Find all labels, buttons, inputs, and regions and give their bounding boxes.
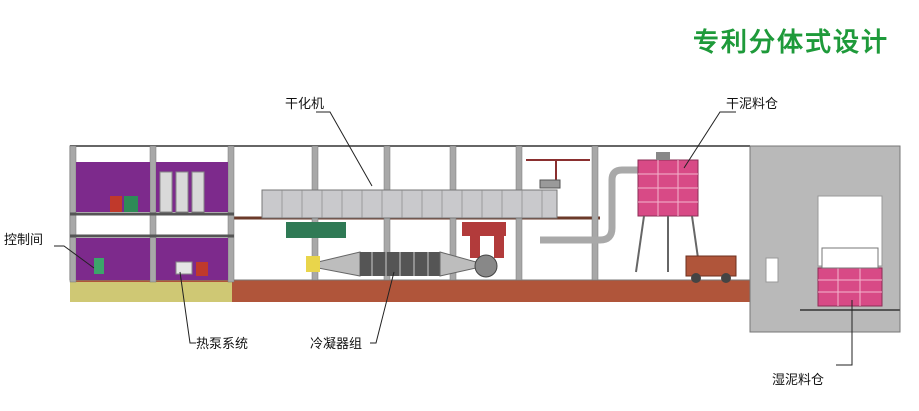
- dryer-leader: [316, 111, 373, 187]
- page-title: 专利分体式设计: [692, 28, 889, 58]
- dryer-unit: [261, 189, 558, 258]
- heat-pump-leader: [179, 271, 196, 344]
- wet-silo-label: 湿泥料仓: [772, 373, 824, 388]
- control-room-label: 控制间: [4, 233, 43, 248]
- leader-lines: [54, 111, 853, 366]
- condenser-label: 冷凝器组: [310, 336, 362, 352]
- conveyor-duct: [540, 166, 638, 244]
- heat-pump-label: 热泵系统: [196, 337, 248, 352]
- wet-silo-leader: [836, 300, 853, 366]
- control-room-base: [70, 282, 232, 302]
- control-room-leader: [54, 245, 95, 269]
- dry-silo-label: 干泥料仓: [726, 97, 778, 112]
- dry-silo-leader: [683, 111, 736, 169]
- dryer-label: 干化机: [285, 97, 324, 112]
- condenser-unit: [306, 251, 498, 278]
- control-building: [70, 162, 234, 280]
- dry-silo: [635, 152, 737, 283]
- condenser-leader: [370, 271, 395, 344]
- floor-slab: [70, 280, 750, 302]
- wet-silo-building: [749, 145, 901, 333]
- overhead-crane: [526, 159, 590, 189]
